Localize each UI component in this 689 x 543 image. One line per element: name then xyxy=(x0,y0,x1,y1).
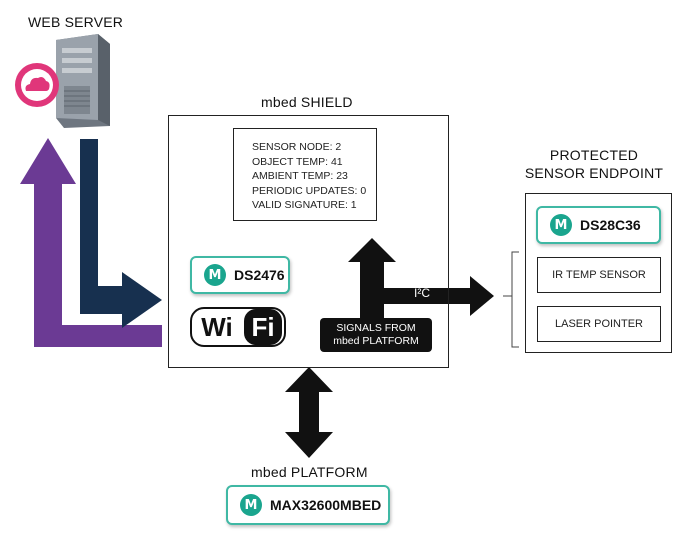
endpoint-bracket xyxy=(503,251,519,348)
readout-periodic-updates: PERIODIC UPDATES: 0 xyxy=(252,184,367,197)
ds28c36-chip: M DS28C36 xyxy=(536,206,661,244)
ds2476-chip: M DS2476 xyxy=(190,256,290,294)
server-tower-icon xyxy=(50,34,114,128)
web-server-label: WEB SERVER xyxy=(28,14,124,30)
endpoint-title-line1: PROTECTED xyxy=(549,147,639,163)
signals-line1: SIGNALS FROM xyxy=(336,322,416,334)
endpoint-title-line2: SENSOR ENDPOINT xyxy=(524,165,664,181)
platform-title: mbed PLATFORM xyxy=(251,464,368,480)
maxim-logo-icon: M xyxy=(204,264,226,286)
i2c-label: I²C xyxy=(414,286,430,300)
platform-double-arrow xyxy=(285,367,333,458)
sensor-readout-panel: SENSOR NODE: 2 OBJECT TEMP: 41 AMBIENT T… xyxy=(233,128,377,221)
shield-title: mbed SHIELD xyxy=(261,94,353,110)
signals-line2: mbed PLATFORM xyxy=(333,335,419,347)
ir-temp-sensor-box: IR TEMP SENSOR xyxy=(537,257,661,293)
i2c-right-arrow xyxy=(384,276,494,316)
wifi-logo-left: Wi xyxy=(201,311,233,342)
wifi-logo-icon: Wi Fi xyxy=(190,307,286,347)
laser-pointer-box: LASER POINTER xyxy=(537,306,661,342)
readout-sensor-node: SENSOR NODE: 2 xyxy=(252,141,342,153)
readout-object-temp: OBJECT TEMP: 41 xyxy=(252,155,343,168)
readout-valid-signature: VALID SIGNATURE: 1 xyxy=(252,199,357,211)
shield-box xyxy=(168,115,449,368)
ds2476-label: DS2476 xyxy=(234,267,285,283)
navy-downlink-arrow xyxy=(80,139,162,328)
wifi-logo-right: Fi xyxy=(244,309,282,345)
max32600mbed-chip: M MAX32600MBED xyxy=(226,485,390,525)
maxim-logo-icon: M xyxy=(240,494,262,516)
ds28c36-label: DS28C36 xyxy=(580,217,641,233)
purple-uplink-arrow xyxy=(20,138,162,347)
readout-ambient-temp: AMBIENT TEMP: 23 xyxy=(252,170,348,182)
signals-block: SIGNALS FROM mbed PLATFORM xyxy=(320,318,432,352)
max32600mbed-label: MAX32600MBED xyxy=(270,497,382,513)
endpoint-title: PROTECTED SENSOR ENDPOINT xyxy=(524,146,664,182)
cloud-icon xyxy=(14,62,60,108)
maxim-logo-icon: M xyxy=(550,214,572,236)
endpoint-box xyxy=(525,193,672,353)
